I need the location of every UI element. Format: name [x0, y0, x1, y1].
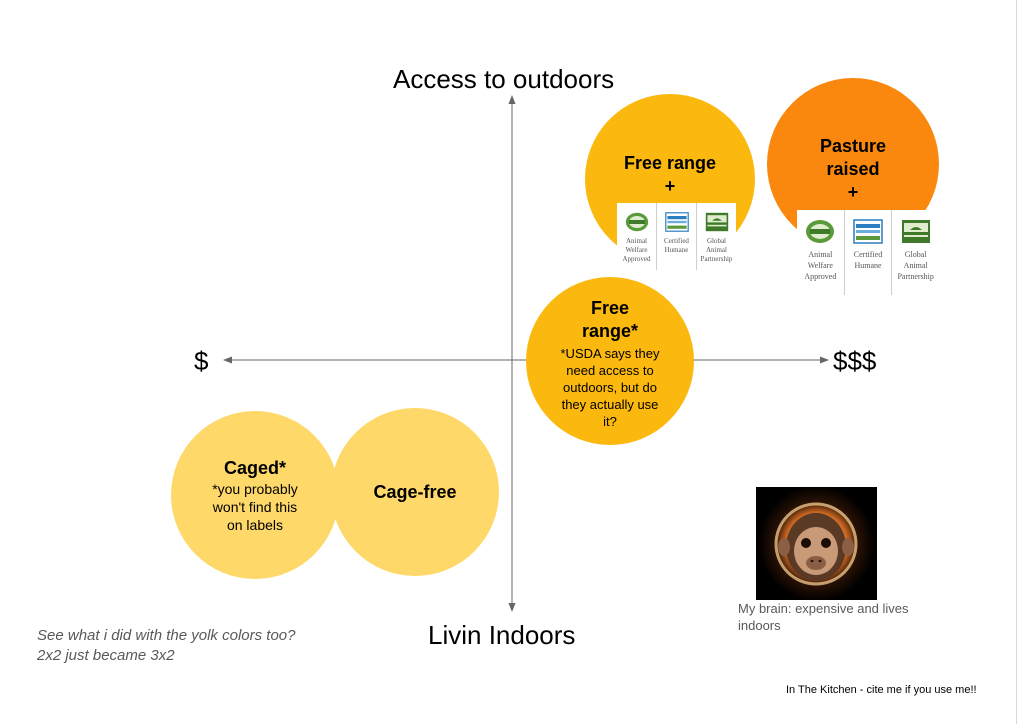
axis-label-bottom: Livin Indoors: [428, 620, 576, 650]
cert-label: Global Animal Partnership: [897, 250, 934, 281]
free-range-plus-certifications: Animal Welfare Approved Certified Humane: [617, 203, 736, 270]
axis-label-left: $: [194, 346, 209, 376]
pasture-raised-plus-title: Pasture raised +: [819, 136, 887, 202]
photo-caption: My brain: expensive and lives indoors: [738, 601, 909, 633]
cage-free-circle: Cage-free: [331, 408, 499, 576]
animal-welfare-approved-logo: [806, 220, 835, 243]
free-range-title: Free range*: [581, 298, 639, 341]
free-range-circle: Free range* *USDA says they need access …: [526, 277, 694, 445]
cage-free-title: Cage-free: [373, 481, 457, 502]
cert-animal-welfare-approved: Animal Welfare Approved: [797, 210, 845, 295]
axis-label-top: Access to outdoors: [393, 64, 615, 94]
arrow-down-icon: [508, 603, 516, 612]
global-animal-partnership-logo: [901, 220, 930, 243]
cert-global-animal-partnership: Global Animal Partnership: [697, 203, 736, 270]
yolk-colors-note: See what i did with the yolk colors too?…: [37, 627, 296, 664]
cert-label: Certified Humane: [664, 237, 689, 254]
cert-certified-humane: Certified Humane: [845, 210, 893, 295]
caged-title: Caged*: [223, 457, 286, 478]
monkey-eclipse-image: [756, 487, 877, 600]
cert-animal-welfare-approved: Animal Welfare Approved: [617, 203, 657, 270]
cert-label: Certified Humane: [853, 250, 883, 270]
cert-certified-humane: Certified Humane: [657, 203, 697, 270]
caged-note: *you probably won't find this on labels: [212, 480, 298, 533]
axis-label-right: $$$: [833, 346, 877, 376]
arrow-left-icon: [223, 356, 232, 364]
cert-label: Global Animal Partnership: [700, 237, 733, 263]
arrow-right-icon: [820, 356, 829, 364]
certified-humane-logo: [853, 219, 883, 244]
animal-welfare-approved-logo: [625, 212, 648, 232]
cert-label: Animal Welfare Approved: [622, 237, 651, 263]
certified-humane-logo: [664, 212, 689, 232]
free-range-note: *USDA says they need access to outdoors,…: [560, 346, 660, 429]
arrow-up-icon: [508, 95, 516, 104]
pasture-raised-plus-certifications: Animal Welfare Approved Certified Humane: [797, 210, 939, 295]
cert-global-animal-partnership: Global Animal Partnership: [892, 210, 939, 295]
global-animal-partnership-logo: [705, 212, 728, 232]
caged-circle: Caged* *you probably won't find this on …: [171, 411, 339, 579]
cert-label: Animal Welfare Approved: [804, 250, 837, 281]
footer-credit: In The Kitchen - cite me if you use me!!: [786, 684, 977, 696]
monkey-face-icon: [774, 502, 858, 586]
free-range-plus-title: Free range +: [623, 153, 717, 196]
